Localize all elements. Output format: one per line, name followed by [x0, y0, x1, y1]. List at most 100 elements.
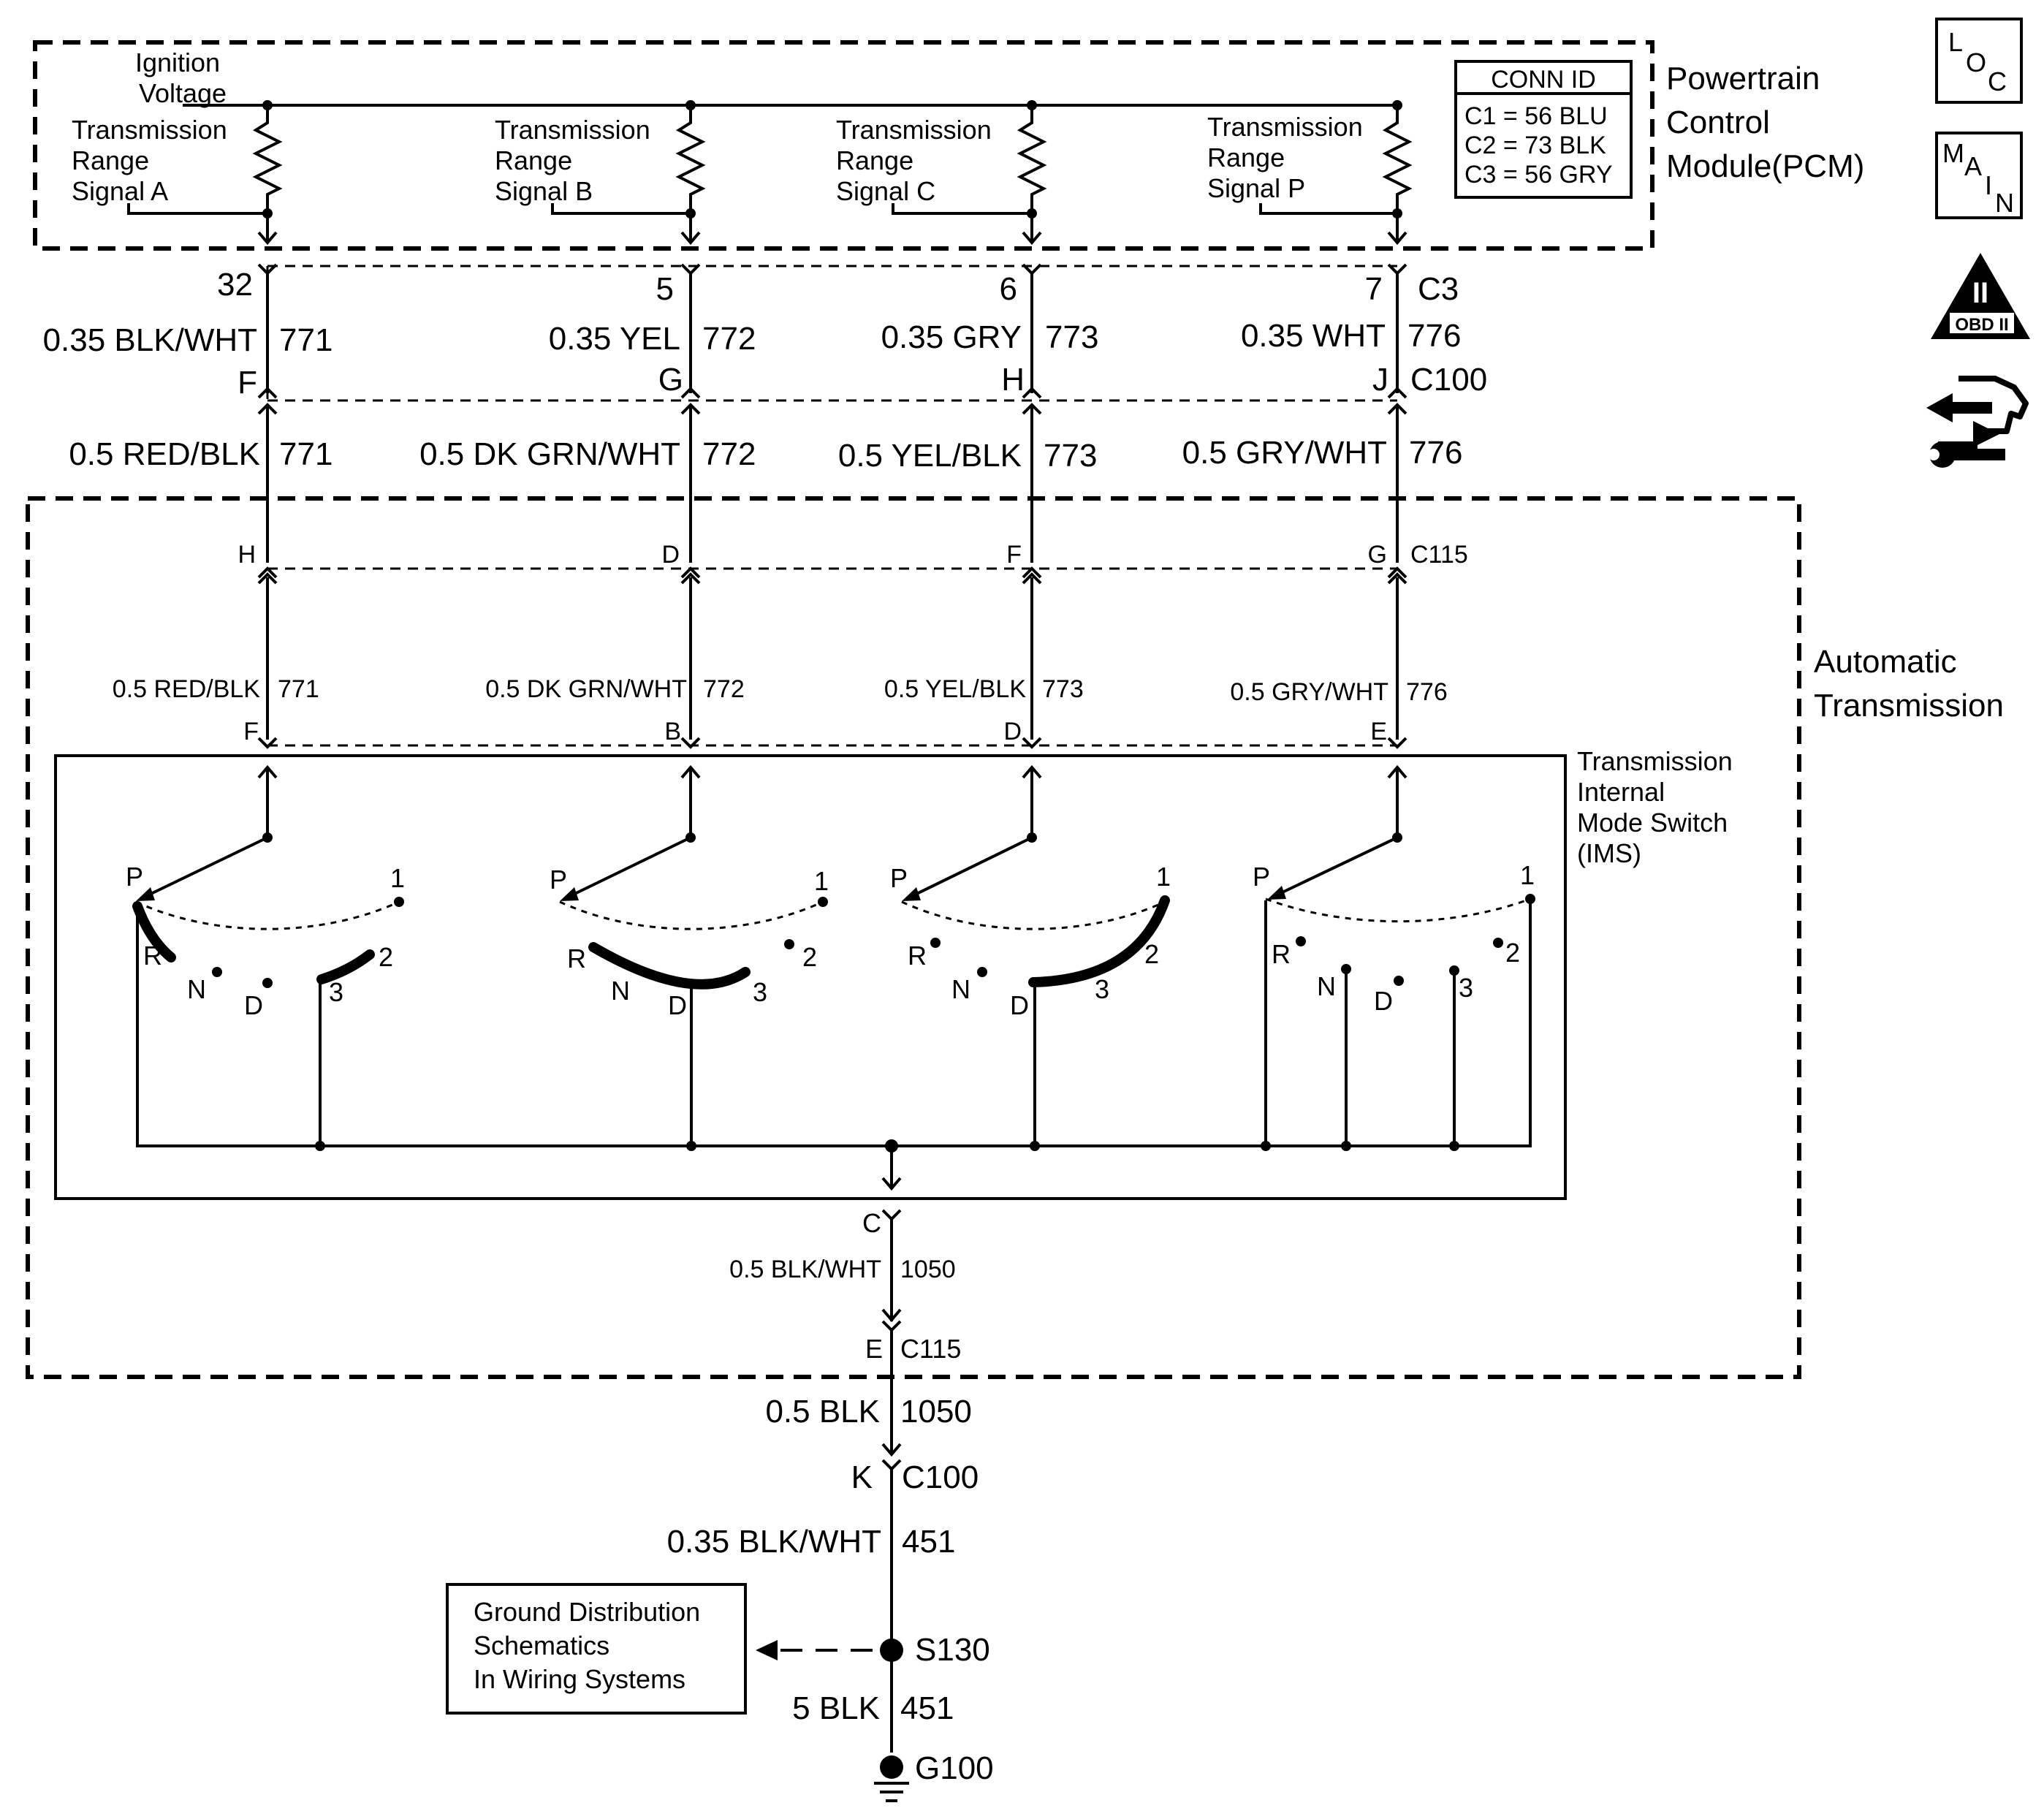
pcm-pin-772: 5 — [656, 271, 674, 307]
position-arc — [559, 900, 824, 930]
ground-wire1-color: 0.5 BLK/WHT — [729, 1256, 881, 1283]
arrow-up — [1387, 572, 1407, 585]
signal-label-line2: Range — [72, 145, 149, 175]
wire-color-773: 0.35 GRY — [881, 319, 1022, 355]
pos-1: 1 — [814, 866, 829, 896]
signal-lead — [1259, 203, 1397, 215]
ims-pin-772: B — [664, 718, 681, 745]
c100-ground-pin: K — [851, 1459, 873, 1495]
wire-772-upper — [680, 263, 701, 399]
reference-line1: Ground Distribution — [474, 1597, 700, 1627]
conn-id-row-2: C2 = 73 BLK — [1464, 132, 1606, 159]
wire-circuit-773: 773 — [1045, 319, 1098, 355]
main-icon[interactable]: M A I N — [1935, 132, 2023, 219]
pcm-block: Ignition Voltage CONN ID C1 = 56 BLU C2 … — [33, 40, 1864, 251]
c100-pin-772: G — [658, 362, 683, 398]
wiper-arrowhead — [136, 887, 155, 901]
tool-icon[interactable] — [1926, 376, 2029, 468]
main-letter-a: A — [1964, 151, 1982, 181]
main-letter-n: N — [1995, 188, 2014, 218]
wire-color-772: 0.35 YEL — [549, 321, 680, 357]
ground-wire2-color: 0.5 BLK — [765, 1394, 880, 1430]
main-letter-m: M — [1942, 138, 1964, 168]
range-switch-a: P R N D 3 2 1 — [126, 764, 405, 1151]
inner-circuit-771: 771 — [278, 675, 319, 703]
c100-ground-connector: C100 — [902, 1459, 979, 1495]
pull-up-resistor — [1017, 105, 1047, 241]
ignition-label-line1: Ignition — [135, 48, 220, 77]
c100-pin-773: H — [1001, 362, 1025, 398]
wire-color-771: 0.35 BLK/WHT — [43, 322, 257, 358]
loc-letter-o: O — [1966, 48, 1986, 77]
c100-pin-776: J — [1372, 362, 1388, 398]
output-arrow — [1387, 231, 1407, 246]
pcm-boundary — [33, 40, 1654, 251]
transmission-title-line2: Transmission — [1814, 688, 2004, 724]
c115-ground-pin: E — [865, 1334, 883, 1364]
range-switch-c: P R N D 3 2 1 — [890, 764, 1171, 1151]
pos-2: 2 — [379, 942, 393, 972]
arrow-down — [881, 1443, 902, 1457]
position-dot — [394, 897, 404, 907]
c115-pin-776: G — [1368, 541, 1387, 569]
output-arrow — [680, 231, 701, 246]
signal-label-line3: Signal B — [495, 176, 593, 206]
signal-label-line1: Transmission — [836, 115, 992, 145]
wire-circuit-771: 771 — [279, 322, 333, 358]
ignition-label-line2: Voltage — [139, 78, 227, 108]
ims-label-line1: Transmission — [1577, 746, 1733, 776]
pos-r: R — [908, 941, 927, 971]
output-arrow — [257, 231, 278, 246]
automatic-transmission-block: Automatic Transmission H D F G C115 0.5 … — [26, 496, 2004, 1379]
pcm-pin-773: 6 — [1000, 271, 1017, 307]
c100-pin-771: F — [238, 365, 257, 400]
mid-circuit-773: 773 — [1044, 438, 1097, 474]
pos-1: 1 — [390, 863, 405, 893]
mid-color-771: 0.5 RED/BLK — [69, 436, 260, 472]
switch-wiper — [563, 836, 691, 900]
position-dot — [977, 967, 987, 977]
inner-circuit-776: 776 — [1406, 678, 1448, 706]
obd-label: OBD II — [1955, 315, 2008, 335]
pull-up-resistor — [1382, 105, 1413, 241]
obd-ii-icon[interactable]: II OBD II — [1931, 253, 2030, 339]
connector-female-symbol — [1022, 737, 1042, 749]
connector-female-symbol — [881, 1209, 902, 1221]
mid-circuit-771: 771 — [279, 436, 333, 472]
closed-contact-arc — [588, 942, 751, 990]
arrow-up — [680, 572, 701, 585]
connector-female-symbol — [881, 1459, 902, 1471]
switch-wiper — [1271, 836, 1398, 899]
pos-3: 3 — [1459, 973, 1473, 1003]
ground-wire1-circuit: 1050 — [900, 1256, 956, 1283]
pos-n: N — [611, 976, 630, 1006]
wire-772-mid — [680, 403, 701, 563]
position-dot — [262, 978, 273, 988]
splice-dot — [880, 1639, 903, 1662]
connector-male-symbol — [1387, 387, 1407, 399]
wire-776-upper — [1387, 263, 1407, 399]
connector-male-symbol — [680, 387, 701, 399]
closed-contact-arc — [316, 949, 375, 984]
side-icons: L O C M A I N II OBD II — [1926, 18, 2030, 468]
connector-male-symbol — [257, 387, 278, 399]
pos-p: P — [890, 863, 908, 893]
mid-color-773: 0.5 YEL/BLK — [838, 438, 1022, 474]
pcm-title-line1: Powertrain — [1666, 61, 1820, 96]
wire-776-mid — [1387, 403, 1407, 563]
upper-harness: 32 5 6 7 C3 0.35 BLK/WHT 771 0.35 YEL 77… — [43, 263, 1487, 402]
pcm-title-line2: Control — [1666, 105, 1770, 140]
ground-distribution-reference[interactable]: Ground Distribution Schematics In Wiring… — [446, 1583, 747, 1715]
connector-male-symbol — [1022, 566, 1042, 579]
pcm-channel-c: Transmission Range Signal C — [836, 100, 1047, 246]
pos-1: 1 — [1520, 860, 1535, 890]
ims-label-line3: Mode Switch — [1577, 808, 1728, 838]
position-dot — [818, 897, 828, 907]
connector-female-symbol — [881, 1320, 902, 1332]
mid-circuit-776: 776 — [1409, 435, 1462, 471]
inner-color-773: 0.5 YEL/BLK — [884, 675, 1026, 703]
loc-icon[interactable]: L O C — [1935, 18, 2023, 104]
splice-id: S130 — [915, 1632, 990, 1668]
mid-color-776: 0.5 GRY/WHT — [1182, 435, 1387, 471]
